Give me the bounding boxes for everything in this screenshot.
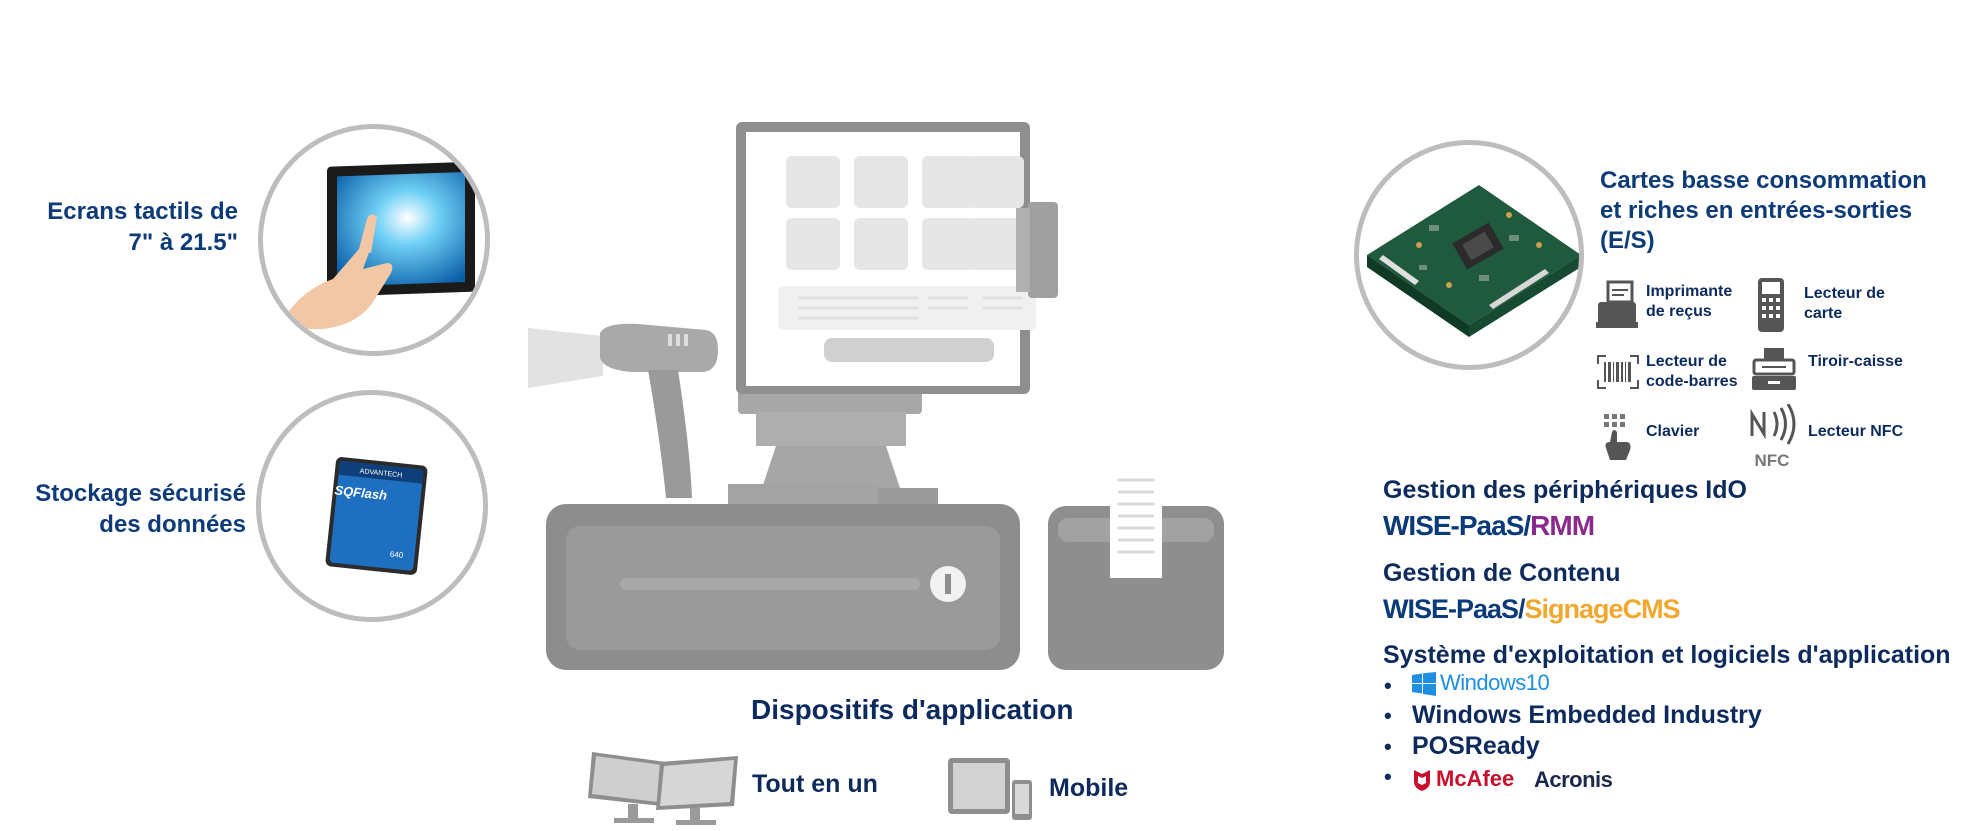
all-in-one-icon xyxy=(588,752,738,825)
posready-label: POSReady xyxy=(1412,732,1540,760)
storage-label-line1: Stockage sécurisé xyxy=(35,480,246,507)
cash-drawer-icon xyxy=(1752,348,1796,390)
wise-paas-signagecms-logo: WISE-PaaS/SignageCMS xyxy=(1383,594,1681,625)
barcode-icon xyxy=(1597,355,1639,389)
periph-barcode-reader-line2: code-barres xyxy=(1646,373,1738,390)
ssd-brand: ADVANTECH xyxy=(359,468,402,479)
periph-cash-drawer-line1: Tiroir-caisse xyxy=(1808,353,1903,370)
storage-label: Stockage sécurisé des données xyxy=(20,478,246,540)
touch-screens-label: Ecrans tactils de 7" à 21.5" xyxy=(20,196,238,258)
periph-card-reader-line2: carte xyxy=(1804,305,1843,322)
barcode-scanner xyxy=(528,323,718,498)
bullet-1: • xyxy=(1384,673,1392,698)
periph-nfc-reader: Lecteur NFC xyxy=(1808,422,1903,442)
content-management-title: Gestion de Contenu xyxy=(1383,559,1621,587)
periph-barcode-reader: Lecteur de code-barres xyxy=(1646,352,1738,392)
keypad-icon xyxy=(1604,414,1631,460)
touch-screens-label-line2: 7" à 21.5" xyxy=(128,229,239,256)
board-title-line3: (E/S) xyxy=(1600,227,1655,254)
ssd-model: 640 xyxy=(389,550,404,560)
periph-card-reader: Lecteur de carte xyxy=(1804,284,1885,324)
rmm-logo-part-b: RMM xyxy=(1530,510,1595,541)
pos-terminal-illustration xyxy=(528,122,1224,670)
rmm-logo-part-a: WISE-PaaS/ xyxy=(1383,510,1531,541)
periph-receipt-printer-line1: Imprimante xyxy=(1646,283,1733,300)
board-illustration xyxy=(1367,185,1579,337)
ssd-illustration: ADVANTECH SQFlash 640 xyxy=(325,457,428,575)
card-reader-icon xyxy=(1758,278,1784,332)
board-circle xyxy=(1354,140,1584,370)
os-software-title: Système d'exploitation et logiciels d'ap… xyxy=(1383,641,1951,669)
periph-nfc-reader-line1: Lecteur NFC xyxy=(1808,423,1904,440)
storage-label-line2: des données xyxy=(99,511,246,538)
storage-circle: ADVANTECH SQFlash 640 xyxy=(256,390,488,622)
board-title: Cartes basse consommation et riches en e… xyxy=(1600,166,1927,256)
board-title-line1: Cartes basse consommation xyxy=(1600,167,1927,194)
periph-barcode-reader-line1: Lecteur de xyxy=(1646,353,1727,370)
windows-embedded-label: Windows Embedded Industry xyxy=(1412,701,1762,729)
board-title-line2: et riches en entrées-sorties xyxy=(1600,197,1913,224)
periph-keypad: Clavier xyxy=(1646,422,1699,442)
windows-logo-icon xyxy=(1412,672,1436,696)
nfc-text: NFC xyxy=(1755,451,1790,468)
touch-screen-illustration xyxy=(283,161,475,329)
all-in-one-label: Tout en un xyxy=(752,770,878,798)
bullet-2: • xyxy=(1384,703,1392,728)
wise-paas-rmm-logo: WISE-PaaS/RMM xyxy=(1383,510,1595,542)
periph-card-reader-line1: Lecteur de xyxy=(1804,285,1885,302)
cms-logo-part-b: SignageCMS xyxy=(1524,594,1681,624)
acronis-label: Acronis xyxy=(1534,767,1613,792)
bullet-4: • xyxy=(1384,764,1392,789)
cms-logo-part-a: WISE-PaaS/ xyxy=(1383,594,1526,624)
receipt-printer-icon xyxy=(1596,280,1638,328)
mcafee-label: McAfee xyxy=(1436,766,1515,791)
periph-keypad-line1: Clavier xyxy=(1646,423,1700,440)
mobile-label: Mobile xyxy=(1049,774,1129,802)
ssd-name: SQFlash xyxy=(334,482,388,502)
mcafee-shield-icon xyxy=(1414,770,1430,791)
periph-cash-drawer: Tiroir-caisse xyxy=(1808,352,1903,372)
touch-screens-label-line1: Ecrans tactils de xyxy=(47,198,238,225)
mobile-icon xyxy=(948,758,1032,820)
application-devices-caption: Dispositifs d'application xyxy=(751,694,1074,725)
windows10-label: Windows10 xyxy=(1440,670,1550,695)
periph-receipt-printer: Imprimante de reçus xyxy=(1646,282,1732,322)
periph-receipt-printer-line2: de reçus xyxy=(1646,303,1712,320)
touch-screen-circle xyxy=(258,124,490,356)
nfc-icon: NFC xyxy=(1750,404,1796,468)
bullet-3: • xyxy=(1384,734,1392,759)
iot-management-title: Gestion des périphériques IdO xyxy=(1383,476,1747,504)
